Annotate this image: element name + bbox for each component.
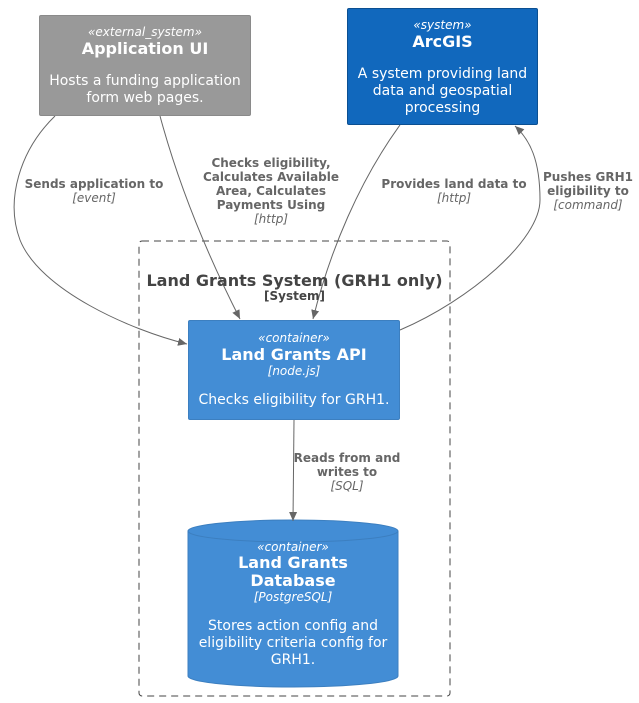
db-technology: [PostgreSQL] bbox=[253, 590, 333, 604]
application-ui-name: Application UI bbox=[81, 39, 209, 58]
system-boundary bbox=[138, 240, 451, 697]
edge-label-checks-line1: Checks eligibility, bbox=[211, 156, 331, 170]
system-boundary-title: Land Grants System (GRH1 only) [System] bbox=[139, 272, 450, 303]
edge-label-reads-tech: [SQL] bbox=[330, 479, 364, 493]
arcgis-stereotype: «system» bbox=[413, 18, 472, 32]
edge-label-sends-application: Sends application to [event] bbox=[14, 177, 174, 205]
edge-sends-application bbox=[13, 115, 188, 346]
db-name-line2: Database bbox=[250, 571, 336, 590]
api-technology: [node.js] bbox=[267, 364, 321, 378]
edge-label-checks-line3: Area, Calculates bbox=[215, 184, 327, 198]
api-description: Checks eligibility for GRH1. bbox=[198, 392, 390, 408]
db-stereotype: «container» bbox=[257, 540, 329, 554]
arcgis-node[interactable]: «system» ArcGIS A system providing land … bbox=[347, 8, 538, 125]
edge-label-sends-application-text: Sends application to bbox=[24, 177, 164, 191]
arcgis-name: ArcGIS bbox=[412, 32, 473, 51]
edge-label-sends-application-tech: [event] bbox=[72, 191, 116, 205]
api-name: Land Grants API bbox=[221, 345, 367, 364]
edge-label-pushes-line1: Pushes GRH1 bbox=[543, 170, 633, 184]
application-ui-description: Hosts a funding application form web pag… bbox=[49, 73, 241, 106]
edge-label-provides-tech: [http] bbox=[437, 191, 471, 205]
api-stereotype: «container» bbox=[258, 331, 330, 345]
edge-label-provides-text: Provides land data to bbox=[381, 177, 527, 191]
edge-provides-land-data bbox=[311, 124, 401, 320]
edge-checks-eligibility bbox=[159, 115, 241, 320]
edge-label-pushes-tech: [command] bbox=[553, 198, 623, 212]
edge-label-reads-writes: Reads from and writes to [SQL] bbox=[283, 451, 411, 493]
edge-label-checks-eligibility: Checks eligibility, Calculates Available… bbox=[192, 156, 350, 226]
db-description: Stores action config and eligibility cri… bbox=[198, 618, 388, 668]
arcgis-description: A system providing land data and geospat… bbox=[357, 66, 528, 116]
edge-label-reads-line1: Reads from and bbox=[293, 451, 401, 465]
boundary-title-text: Land Grants System (GRH1 only) bbox=[146, 271, 443, 290]
land-grants-database-shape bbox=[187, 519, 399, 688]
application-ui-node[interactable]: «external_system» Application UI Hosts a… bbox=[39, 15, 251, 116]
edge-reads-writes bbox=[289, 419, 298, 522]
application-ui-stereotype: «external_system» bbox=[88, 25, 202, 39]
edge-label-pushes-line2: eligibility to bbox=[547, 184, 629, 198]
edge-label-checks-tech: [http] bbox=[254, 212, 288, 226]
edge-label-reads-line2: writes to bbox=[316, 465, 378, 479]
edge-label-pushes-grh1: Pushes GRH1 eligibility to [command] bbox=[537, 170, 639, 212]
edge-pushes-grh1 bbox=[399, 125, 541, 331]
land-grants-api-node[interactable]: «container» Land Grants API [node.js] Ch… bbox=[188, 320, 400, 420]
boundary-type-text: [System] bbox=[264, 289, 325, 303]
land-grants-database-node[interactable]: «container» Land Grants Database [Postgr… bbox=[188, 540, 398, 669]
edge-label-checks-line2: Calculates Available bbox=[202, 170, 340, 184]
edge-label-provides-land-data: Provides land data to [http] bbox=[368, 177, 540, 205]
edge-label-checks-line4: Payments Using bbox=[216, 198, 326, 212]
db-name-line1: Land Grants bbox=[238, 553, 348, 572]
